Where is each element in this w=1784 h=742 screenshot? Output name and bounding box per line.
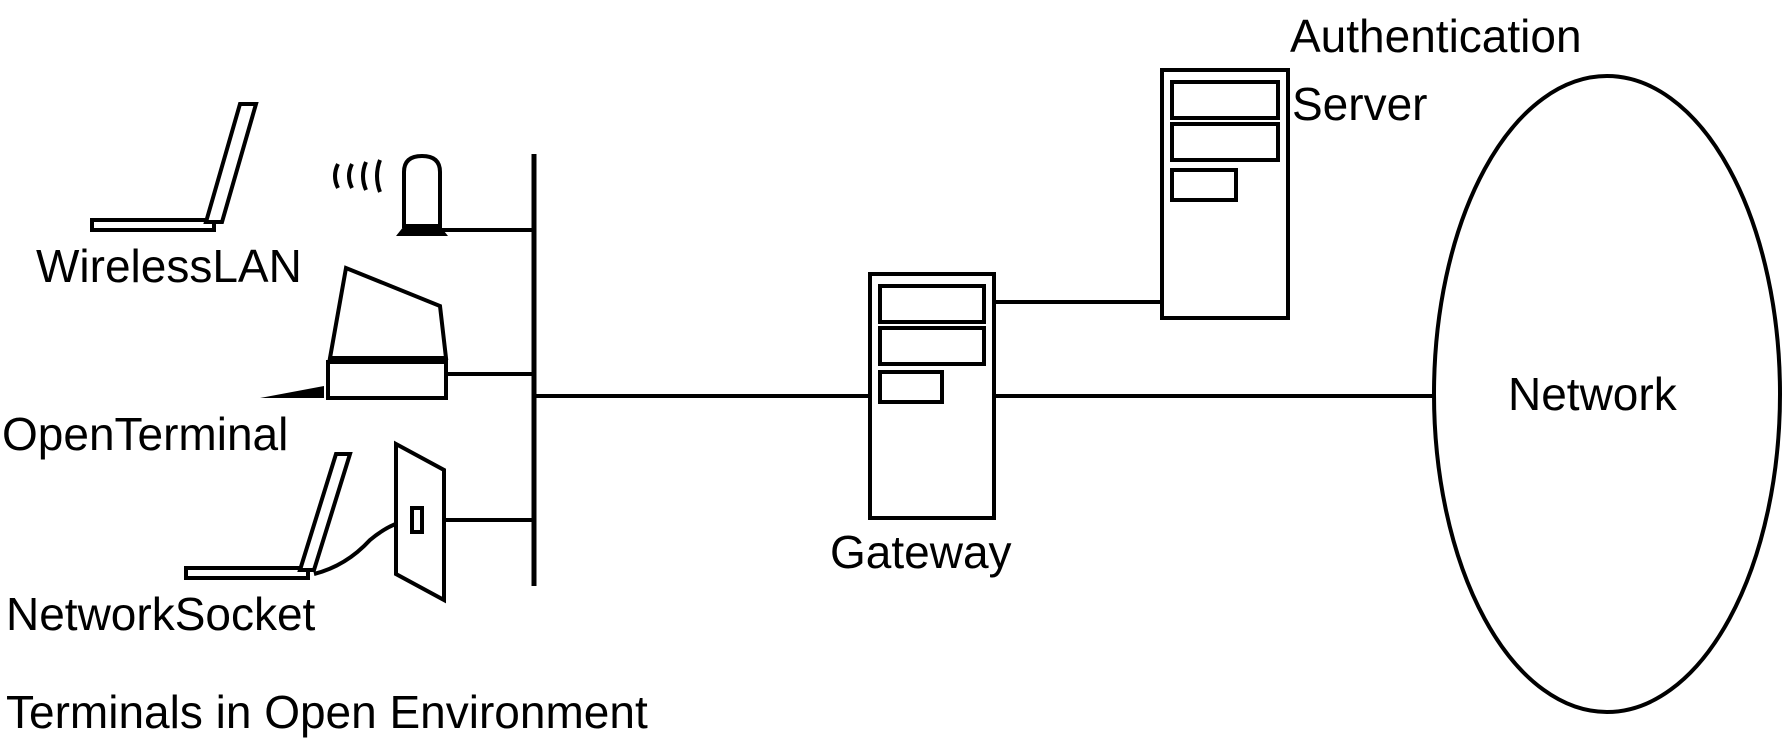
network-cloud-ellipse [1432, 74, 1782, 714]
gateway-label: Gateway [830, 526, 1012, 578]
auth-server-label-line2: Server [1292, 78, 1427, 130]
wireless-laptop-icon [90, 102, 259, 232]
socket-laptop-icon [184, 452, 353, 580]
desktop-terminal-icon [260, 265, 449, 400]
gateway-server-icon [868, 272, 996, 520]
auth-server-icon [1160, 68, 1290, 320]
wireless-lan-label: WirelessLAN [36, 240, 302, 292]
network-socket-label: NetworkSocket [6, 588, 316, 640]
network-label: Network [1508, 368, 1678, 420]
auth-server-label-line1: Authentication [1290, 10, 1582, 62]
open-terminal-label: OpenTerminal [2, 408, 288, 460]
wireless-access-point-icon [396, 153, 448, 236]
wall-socket-icon [394, 440, 446, 604]
radio-waves-icon [333, 159, 382, 193]
open-environment-label: Terminals in Open Environment [6, 686, 648, 738]
